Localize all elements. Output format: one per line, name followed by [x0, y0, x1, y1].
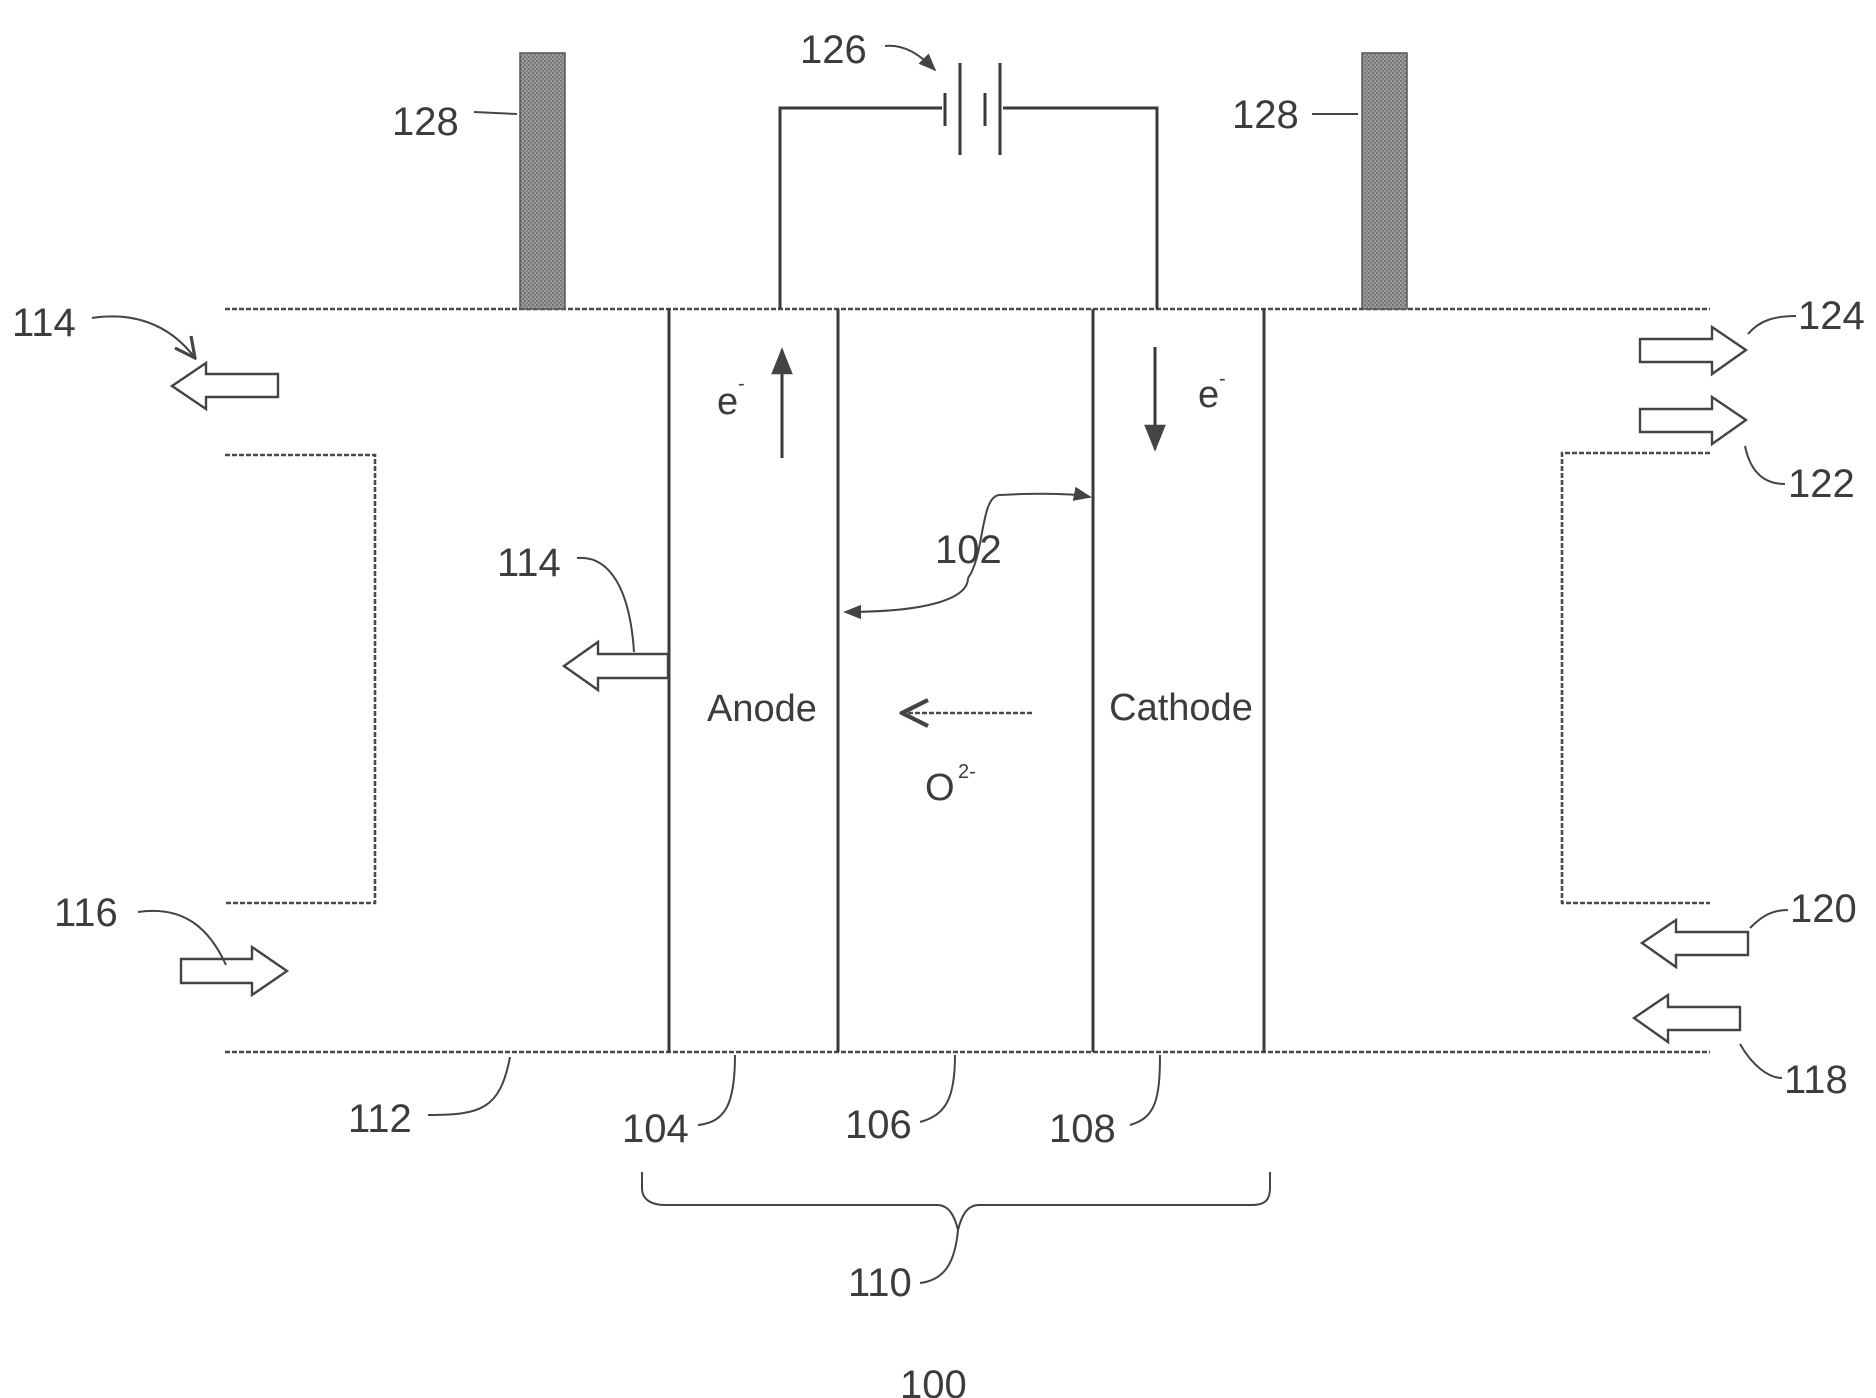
ref-124: 124: [1798, 294, 1865, 338]
ref-100: 100: [900, 1363, 967, 1398]
electron-charge-left: -: [738, 373, 745, 395]
inlet-arrow-118: [1634, 995, 1740, 1042]
ref-128-left: 128: [392, 100, 459, 144]
outlet-arrow-124: [1640, 327, 1746, 374]
ref-110: 110: [848, 1261, 912, 1305]
ref-118: 118: [1784, 1058, 1848, 1102]
ref-106: 106: [845, 1103, 912, 1147]
cathode-label: Cathode: [1109, 687, 1253, 729]
ref-108: 108: [1049, 1107, 1116, 1151]
ref-112: 112: [348, 1097, 412, 1141]
ref-102: 102: [935, 528, 1002, 572]
ref-120: 120: [1790, 887, 1857, 931]
electron-label-left: e: [717, 381, 738, 423]
anode-label: Anode: [707, 688, 817, 730]
battery-symbol: [945, 63, 1000, 155]
ref-104: 104: [622, 1107, 689, 1151]
ref-122: 122: [1788, 462, 1855, 506]
electron-label-right: e: [1198, 374, 1219, 416]
right-seal: [1362, 53, 1407, 309]
ref-116: 116: [54, 891, 118, 935]
electron-charge-right: -: [1219, 368, 1226, 390]
outlet-arrow-122: [1640, 397, 1746, 444]
ref-128-right: 128: [1232, 93, 1299, 137]
left-seal: [520, 53, 565, 309]
fuel-in-arrow: [181, 947, 287, 995]
inlet-arrow-120: [1642, 920, 1748, 967]
oxide-ion-label: O: [925, 767, 955, 809]
exhaust-out-arrow-top-left: [172, 363, 278, 409]
circuit-wire-right: [1003, 108, 1157, 309]
exhaust-out-arrow-anode: [564, 642, 668, 690]
circuit-wire-left: [780, 108, 942, 309]
right-baffle: [1562, 453, 1710, 903]
ref-126: 126: [800, 28, 867, 72]
ref-114-top: 114: [12, 301, 76, 345]
oxide-ion-charge: 2-: [958, 761, 976, 783]
left-baffle: [225, 455, 375, 903]
ref-114-mid: 114: [497, 541, 561, 585]
